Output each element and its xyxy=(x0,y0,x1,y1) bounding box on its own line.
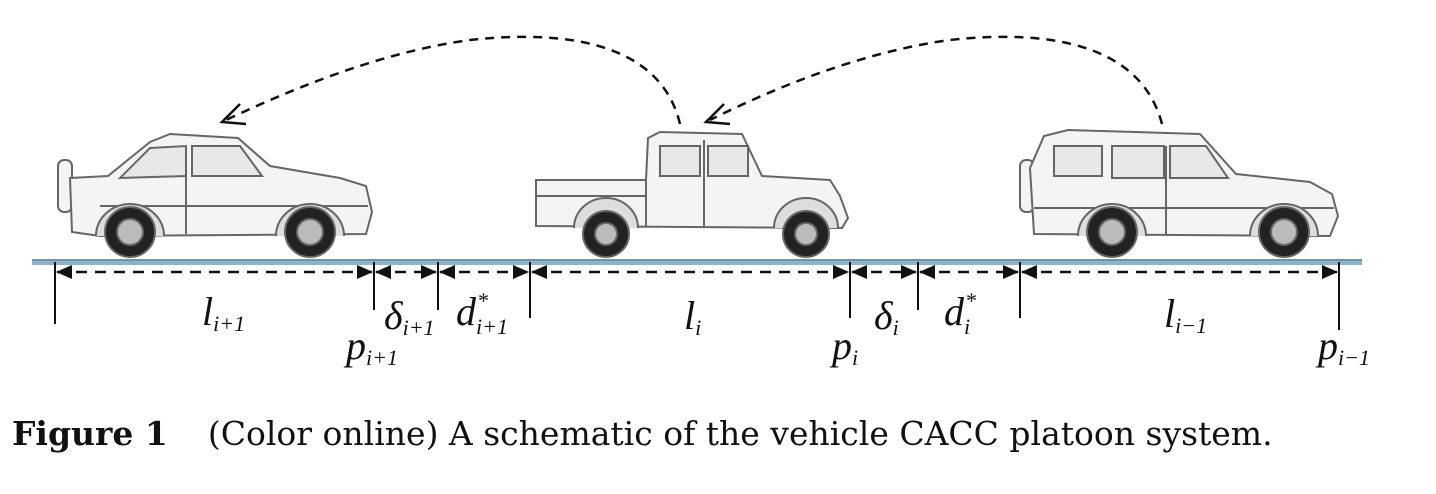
comm-arc-left-head xyxy=(219,103,247,126)
comm-arc-right-head xyxy=(703,103,731,126)
label-d-i: d*i xyxy=(944,288,977,339)
vehicle-suv-left xyxy=(57,132,374,258)
comm-arc-left xyxy=(225,35,682,125)
label-p-i: pi xyxy=(832,323,859,370)
label-d-next: d*i+1 xyxy=(456,288,508,339)
vehicle-suv-right xyxy=(1019,128,1340,258)
tick-lines xyxy=(54,262,1340,330)
label-delta-i: δi xyxy=(874,293,899,340)
label-p-next: pi+1 xyxy=(346,323,398,370)
caption-label: Figure 1 xyxy=(12,414,168,453)
figure-caption: Figure 1 (Color online) A schematic of th… xyxy=(12,414,1273,453)
comm-arc-right xyxy=(709,35,1164,125)
label-l-next: li+1 xyxy=(202,289,246,336)
vehicle-pickup-middle xyxy=(535,130,850,258)
label-p-prev: pi−1 xyxy=(1318,323,1370,370)
schematic-svg xyxy=(32,35,1362,330)
road-line xyxy=(32,259,1362,265)
figure: li+1 δi+1 d*i+1 li δi d*i li−1 pi+1 pi p… xyxy=(32,35,1370,370)
caption-text: (Color online) A schematic of the vehicl… xyxy=(207,414,1273,453)
label-delta-next: δi+1 xyxy=(384,293,435,340)
label-l-prev: li−1 xyxy=(1164,291,1208,338)
label-l-i: li xyxy=(684,293,702,340)
